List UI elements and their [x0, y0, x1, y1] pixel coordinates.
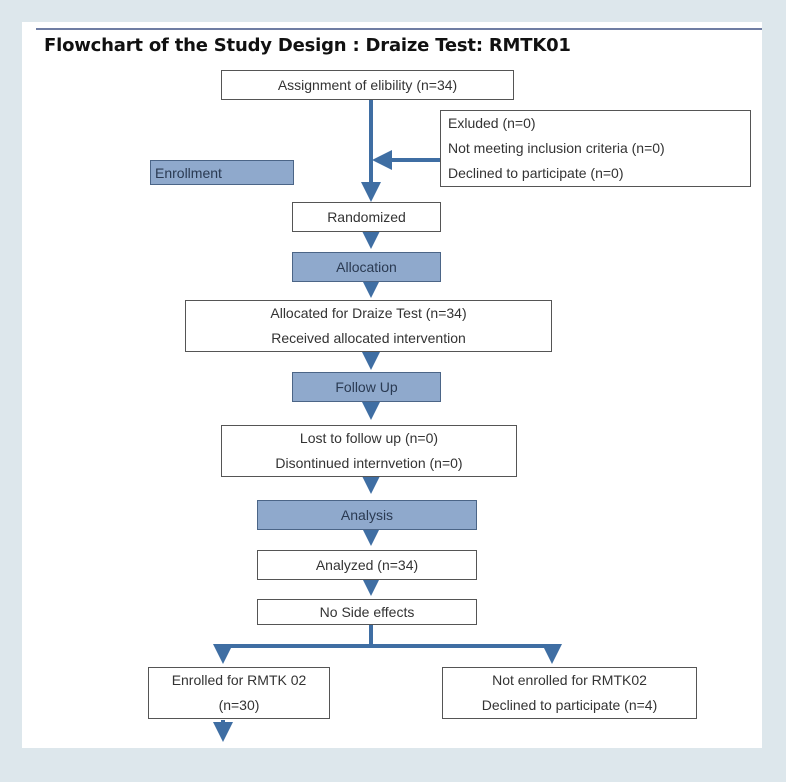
stage-enrollment-label: Enrollment — [155, 164, 222, 181]
eligibility-box: Assignment of elibility (n=34) — [221, 70, 514, 100]
enrolled-rmtk02-box: Enrolled for RMTK 02 (n=30) — [148, 667, 330, 719]
not-meeting-criteria-line: Not meeting inclusion criteria (n=0) — [448, 140, 665, 156]
not-enrolled-line: Not enrolled for RMTK02 — [492, 672, 647, 688]
randomized-box: Randomized — [292, 202, 441, 232]
not-enrolled-box: Not enrolled for RMTK02 Declined to part… — [442, 667, 697, 719]
enrolled-rmtk02-line: Enrolled for RMTK 02 — [171, 672, 307, 688]
allocated-line: Allocated for Draize Test (n=34) — [270, 305, 467, 321]
lost-followup-line: Lost to follow up (n=0) — [299, 430, 439, 446]
side-effects-label: No Side effects — [319, 603, 415, 620]
declined-line: Declined to participate (n=0) — [448, 165, 624, 181]
received-intervention-line: Received allocated intervention — [271, 330, 466, 346]
title-rule — [36, 28, 762, 30]
stage-follow-up: Follow Up — [292, 372, 441, 402]
stage-analysis-label: Analysis — [340, 507, 394, 523]
analyzed-box: Analyzed (n=34) — [257, 550, 477, 580]
enrolled-count-line: (n=30) — [218, 697, 260, 713]
stage-allocation: Allocation — [292, 252, 441, 282]
declined-rmtk02-line: Declined to participate (n=4) — [481, 697, 658, 713]
discontinued-line: Disontinued internvetion (n=0) — [275, 455, 463, 471]
stage-follow-up-label: Follow Up — [335, 379, 398, 395]
stage-analysis: Analysis — [257, 500, 477, 530]
lost-followup-box: Lost to follow up (n=0) Disontinued inte… — [221, 425, 517, 477]
flowchart-title: Flowchart of the Study Design : Draize T… — [44, 35, 571, 56]
analyzed-label: Analyzed (n=34) — [315, 556, 419, 573]
stage-allocation-label: Allocation — [336, 259, 397, 275]
allocated-box: Allocated for Draize Test (n=34) Receive… — [185, 300, 552, 352]
excluded-box: Exluded (n=0) Not meeting inclusion crit… — [440, 110, 751, 187]
randomized-label: Randomized — [327, 208, 406, 225]
side-effects-box: No Side effects — [257, 599, 477, 625]
excluded-line: Exluded (n=0) — [448, 115, 536, 131]
stage-enrollment: Enrollment — [150, 160, 294, 185]
eligibility-label: Assignment of elibility (n=34) — [277, 76, 458, 93]
